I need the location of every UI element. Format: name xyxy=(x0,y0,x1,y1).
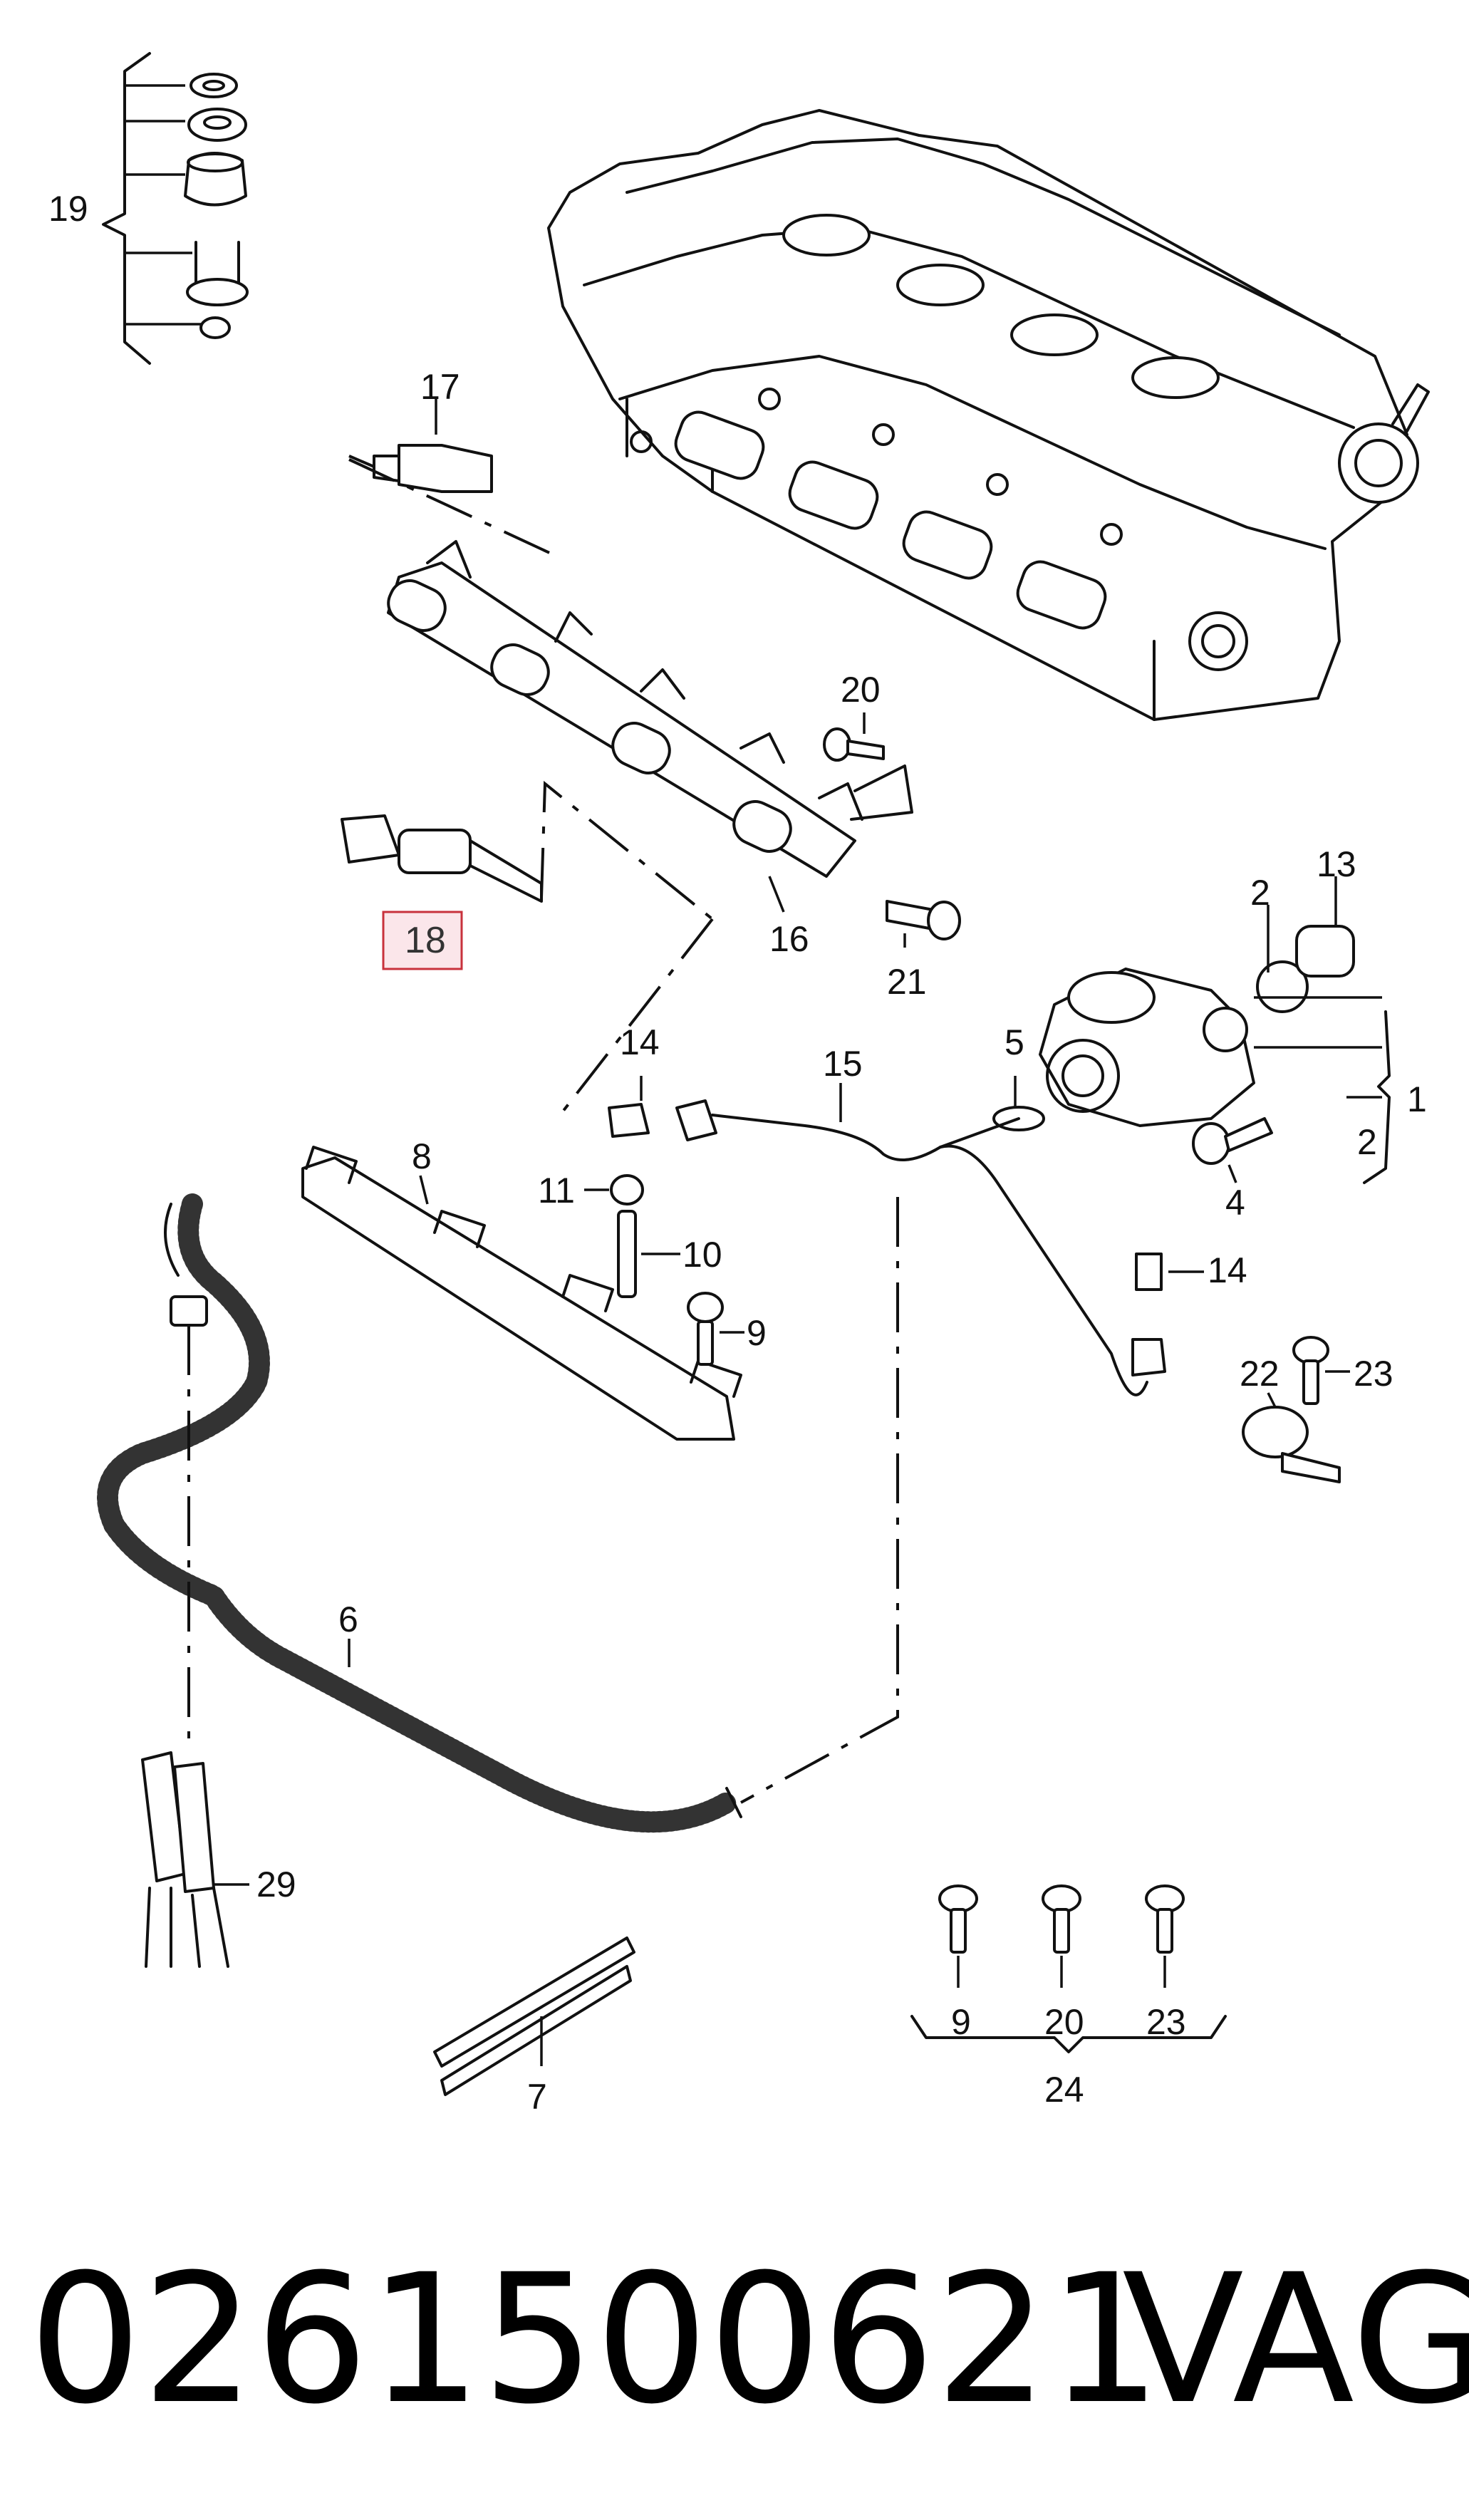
part-number-caption: 0261500621 xyxy=(28,2236,1162,2443)
callout-20: 20 xyxy=(841,670,881,710)
callout-1: 1 xyxy=(1407,1079,1427,1119)
highlight-box-18 xyxy=(382,911,463,970)
bolt-21 xyxy=(886,900,961,948)
clamp-5 xyxy=(992,1076,1045,1131)
connector-lines xyxy=(187,918,899,1804)
callout-23: 23 xyxy=(1354,1354,1393,1394)
cable-ties-7 xyxy=(433,1936,635,2096)
callout-24: 24 xyxy=(1044,2070,1084,2110)
hose-6 xyxy=(97,1193,742,1833)
callout-14-top: 14 xyxy=(620,1022,660,1062)
cylinder-head-illustration xyxy=(547,109,1430,721)
callout-23-kit: 23 xyxy=(1146,2002,1186,2042)
callout-13: 13 xyxy=(1317,844,1356,884)
callout-5: 5 xyxy=(1005,1022,1024,1062)
callout-2-lower: 2 xyxy=(1357,1122,1377,1162)
callout-18: 18 xyxy=(405,920,446,961)
callout-29: 29 xyxy=(256,1865,296,1904)
bolt-20-top xyxy=(823,712,913,821)
sensor-17 xyxy=(348,399,493,493)
connector-29 xyxy=(141,1751,249,1968)
callout-4: 4 xyxy=(1225,1183,1245,1223)
high-pressure-pump-1 xyxy=(1039,876,1391,1184)
pressure-sensor-18 xyxy=(341,780,714,921)
bolt-4 xyxy=(1192,1117,1273,1183)
bolt-9 xyxy=(687,1292,744,1366)
clip-22 xyxy=(1242,1392,1341,1483)
callout-10: 10 xyxy=(682,1235,722,1275)
callout-7: 7 xyxy=(527,2077,547,2117)
fuel-line-15 xyxy=(608,1076,1204,1396)
bolt-kit-24 xyxy=(910,1884,1227,2053)
callout-20-kit: 20 xyxy=(1044,2002,1084,2042)
nut-11-stud-10 xyxy=(584,1174,680,1298)
callout-14-lower: 14 xyxy=(1208,1250,1247,1290)
callout-8: 8 xyxy=(412,1136,432,1176)
brand-caption: VAG xyxy=(1122,2236,1469,2443)
callout-9: 9 xyxy=(747,1313,767,1353)
seal-kit-19 xyxy=(102,52,249,365)
fuel-rail-16 xyxy=(348,458,863,913)
bolt-23 xyxy=(1292,1336,1350,1405)
callout-21: 21 xyxy=(887,962,927,1002)
callout-17: 17 xyxy=(420,367,460,407)
callout-2: 2 xyxy=(1250,873,1270,913)
callout-6: 6 xyxy=(338,1599,358,1639)
callout-16: 16 xyxy=(769,919,809,959)
callout-19: 19 xyxy=(48,189,88,229)
bracket-8 xyxy=(301,1146,742,1441)
callout-15: 15 xyxy=(823,1044,863,1084)
callout-9-kit: 9 xyxy=(951,2002,971,2042)
callout-22: 22 xyxy=(1240,1354,1279,1394)
callout-11: 11 xyxy=(538,1171,575,1210)
